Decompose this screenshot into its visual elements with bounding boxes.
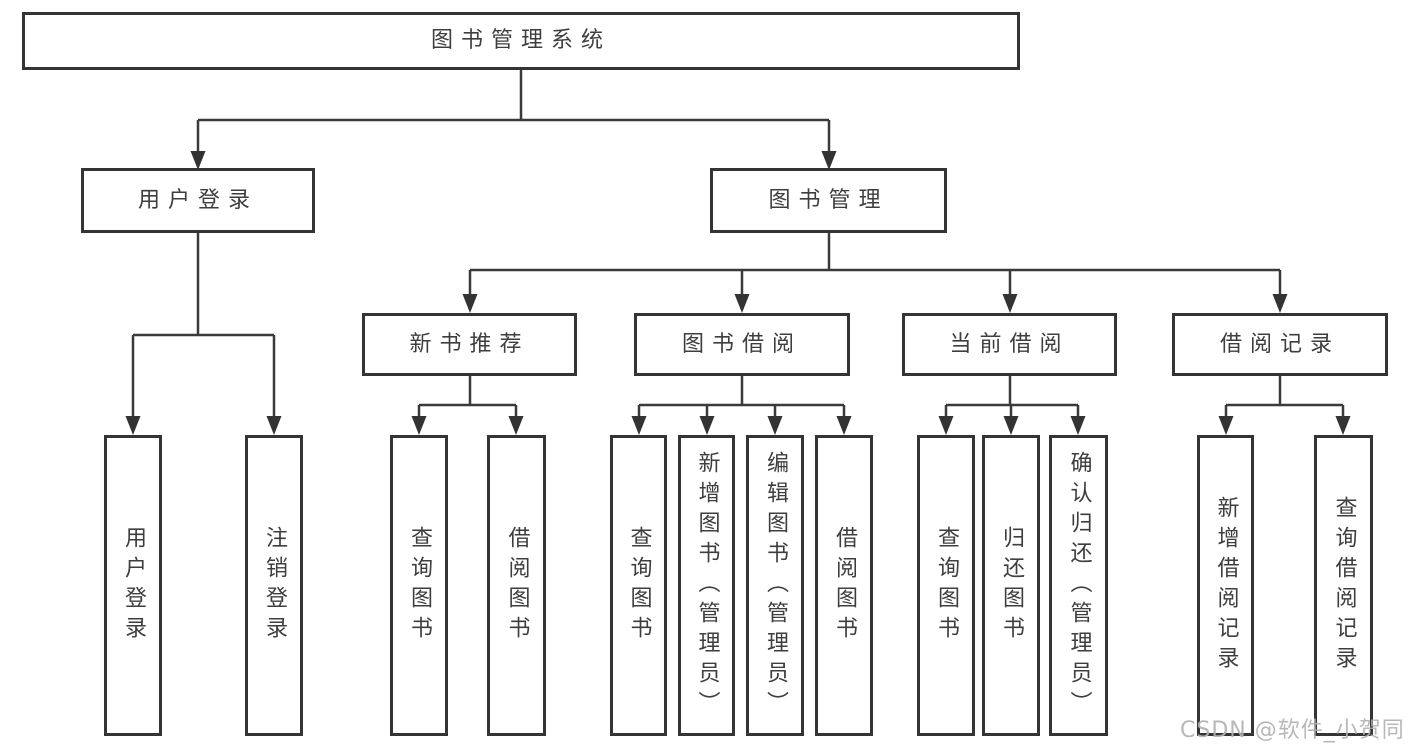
- node-current-borrowing: 当前借阅: [902, 313, 1117, 376]
- node-leaf-borrow-books-recommend: 借阅图书: [487, 435, 546, 736]
- arrow-down-icon: [836, 416, 852, 435]
- arrowheads: [125, 151, 1351, 435]
- arrow-down-icon: [1335, 416, 1351, 435]
- arrow-down-icon: [631, 416, 647, 435]
- node-leaf-user-login: 用户登录: [104, 435, 162, 736]
- connector-lines: [131, 70, 1345, 418]
- node-leaf-confirm-return-admin: 确认归还（管理员）: [1049, 435, 1108, 736]
- node-leaf-query-books-borrowing: 查询图书: [610, 435, 667, 736]
- arrow-down-icon: [1218, 416, 1234, 435]
- node-leaf-edit-books-admin: 编辑图书（管理员）: [746, 435, 804, 736]
- node-library-management-system: 图书管理系统: [22, 12, 1020, 70]
- node-book-borrowing: 图书借阅: [634, 313, 850, 376]
- arrow-down-icon: [821, 151, 837, 170]
- arrow-down-icon: [938, 416, 954, 435]
- node-leaf-add-books-admin: 新增图书（管理员）: [678, 435, 735, 736]
- node-borrowing-records: 借阅记录: [1172, 313, 1388, 376]
- arrow-down-icon: [767, 416, 783, 435]
- node-leaf-query-books-current: 查询图书: [917, 435, 975, 736]
- node-user-login: 用户登录: [81, 168, 315, 233]
- arrow-down-icon: [411, 416, 427, 435]
- arrow-down-icon: [462, 294, 478, 313]
- arrow-down-icon: [1002, 294, 1018, 313]
- arrow-down-icon: [266, 416, 282, 435]
- arrow-down-icon: [734, 294, 750, 313]
- arrow-down-icon: [1272, 294, 1288, 313]
- node-leaf-borrow-books: 借阅图书: [815, 435, 873, 736]
- arrow-down-icon: [1003, 416, 1019, 435]
- node-leaf-query-books-recommend: 查询图书: [390, 435, 448, 736]
- node-leaf-add-borrow-record: 新增借阅记录: [1197, 435, 1254, 736]
- node-leaf-return-books: 归还图书: [982, 435, 1040, 736]
- arrow-down-icon: [190, 151, 206, 170]
- node-leaf-query-borrow-record: 查询借阅记录: [1314, 435, 1373, 736]
- arrow-down-icon: [508, 416, 524, 435]
- watermark: CSDN @软件_小贺同学: [1180, 718, 1405, 743]
- node-new-book-recommendation: 新书推荐: [362, 313, 577, 376]
- arrow-down-icon: [699, 416, 715, 435]
- node-leaf-logout: 注销登录: [245, 435, 303, 736]
- arrow-down-icon: [125, 416, 141, 435]
- node-book-management: 图书管理: [710, 168, 947, 233]
- arrow-down-icon: [1070, 416, 1086, 435]
